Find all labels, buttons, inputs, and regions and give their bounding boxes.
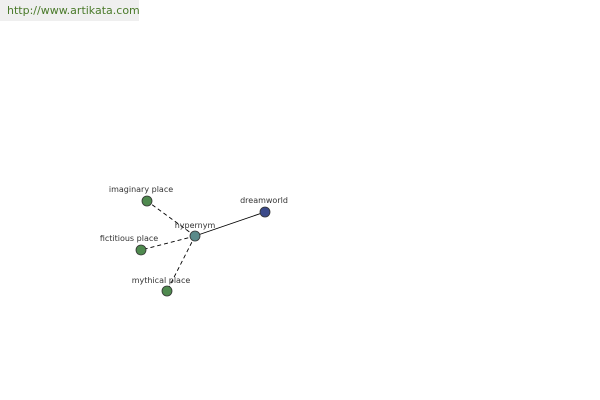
node-dreamworld[interactable]	[259, 206, 271, 218]
node-label-hypernym[interactable]: hypernym	[175, 221, 216, 230]
node-mythical-place[interactable]	[161, 285, 173, 297]
site-url-link[interactable]: http://www.artikata.com	[7, 4, 140, 17]
graph-edges	[140, 200, 266, 292]
url-bar: http://www.artikata.com	[0, 0, 140, 21]
node-fictitious-place[interactable]	[135, 244, 147, 256]
graph-nodes	[135, 195, 271, 297]
node-label-mythical-place[interactable]: mythical place	[132, 276, 191, 285]
edge-mythical-place	[166, 235, 196, 292]
edge-fictitious-place	[140, 235, 196, 251]
node-label-imaginary-place[interactable]: imaginary place	[109, 185, 173, 194]
node-hypernym[interactable]	[189, 230, 201, 242]
node-label-dreamworld[interactable]: dreamworld	[240, 196, 288, 205]
edge-dreamworld	[194, 211, 266, 237]
node-label-fictitious-place[interactable]: fictitious place	[100, 234, 158, 243]
node-imaginary-place[interactable]	[141, 195, 153, 207]
graph-labels: hypernym dreamworld imaginary place fictiti…	[100, 185, 288, 285]
edge-imaginary-place	[146, 200, 196, 237]
